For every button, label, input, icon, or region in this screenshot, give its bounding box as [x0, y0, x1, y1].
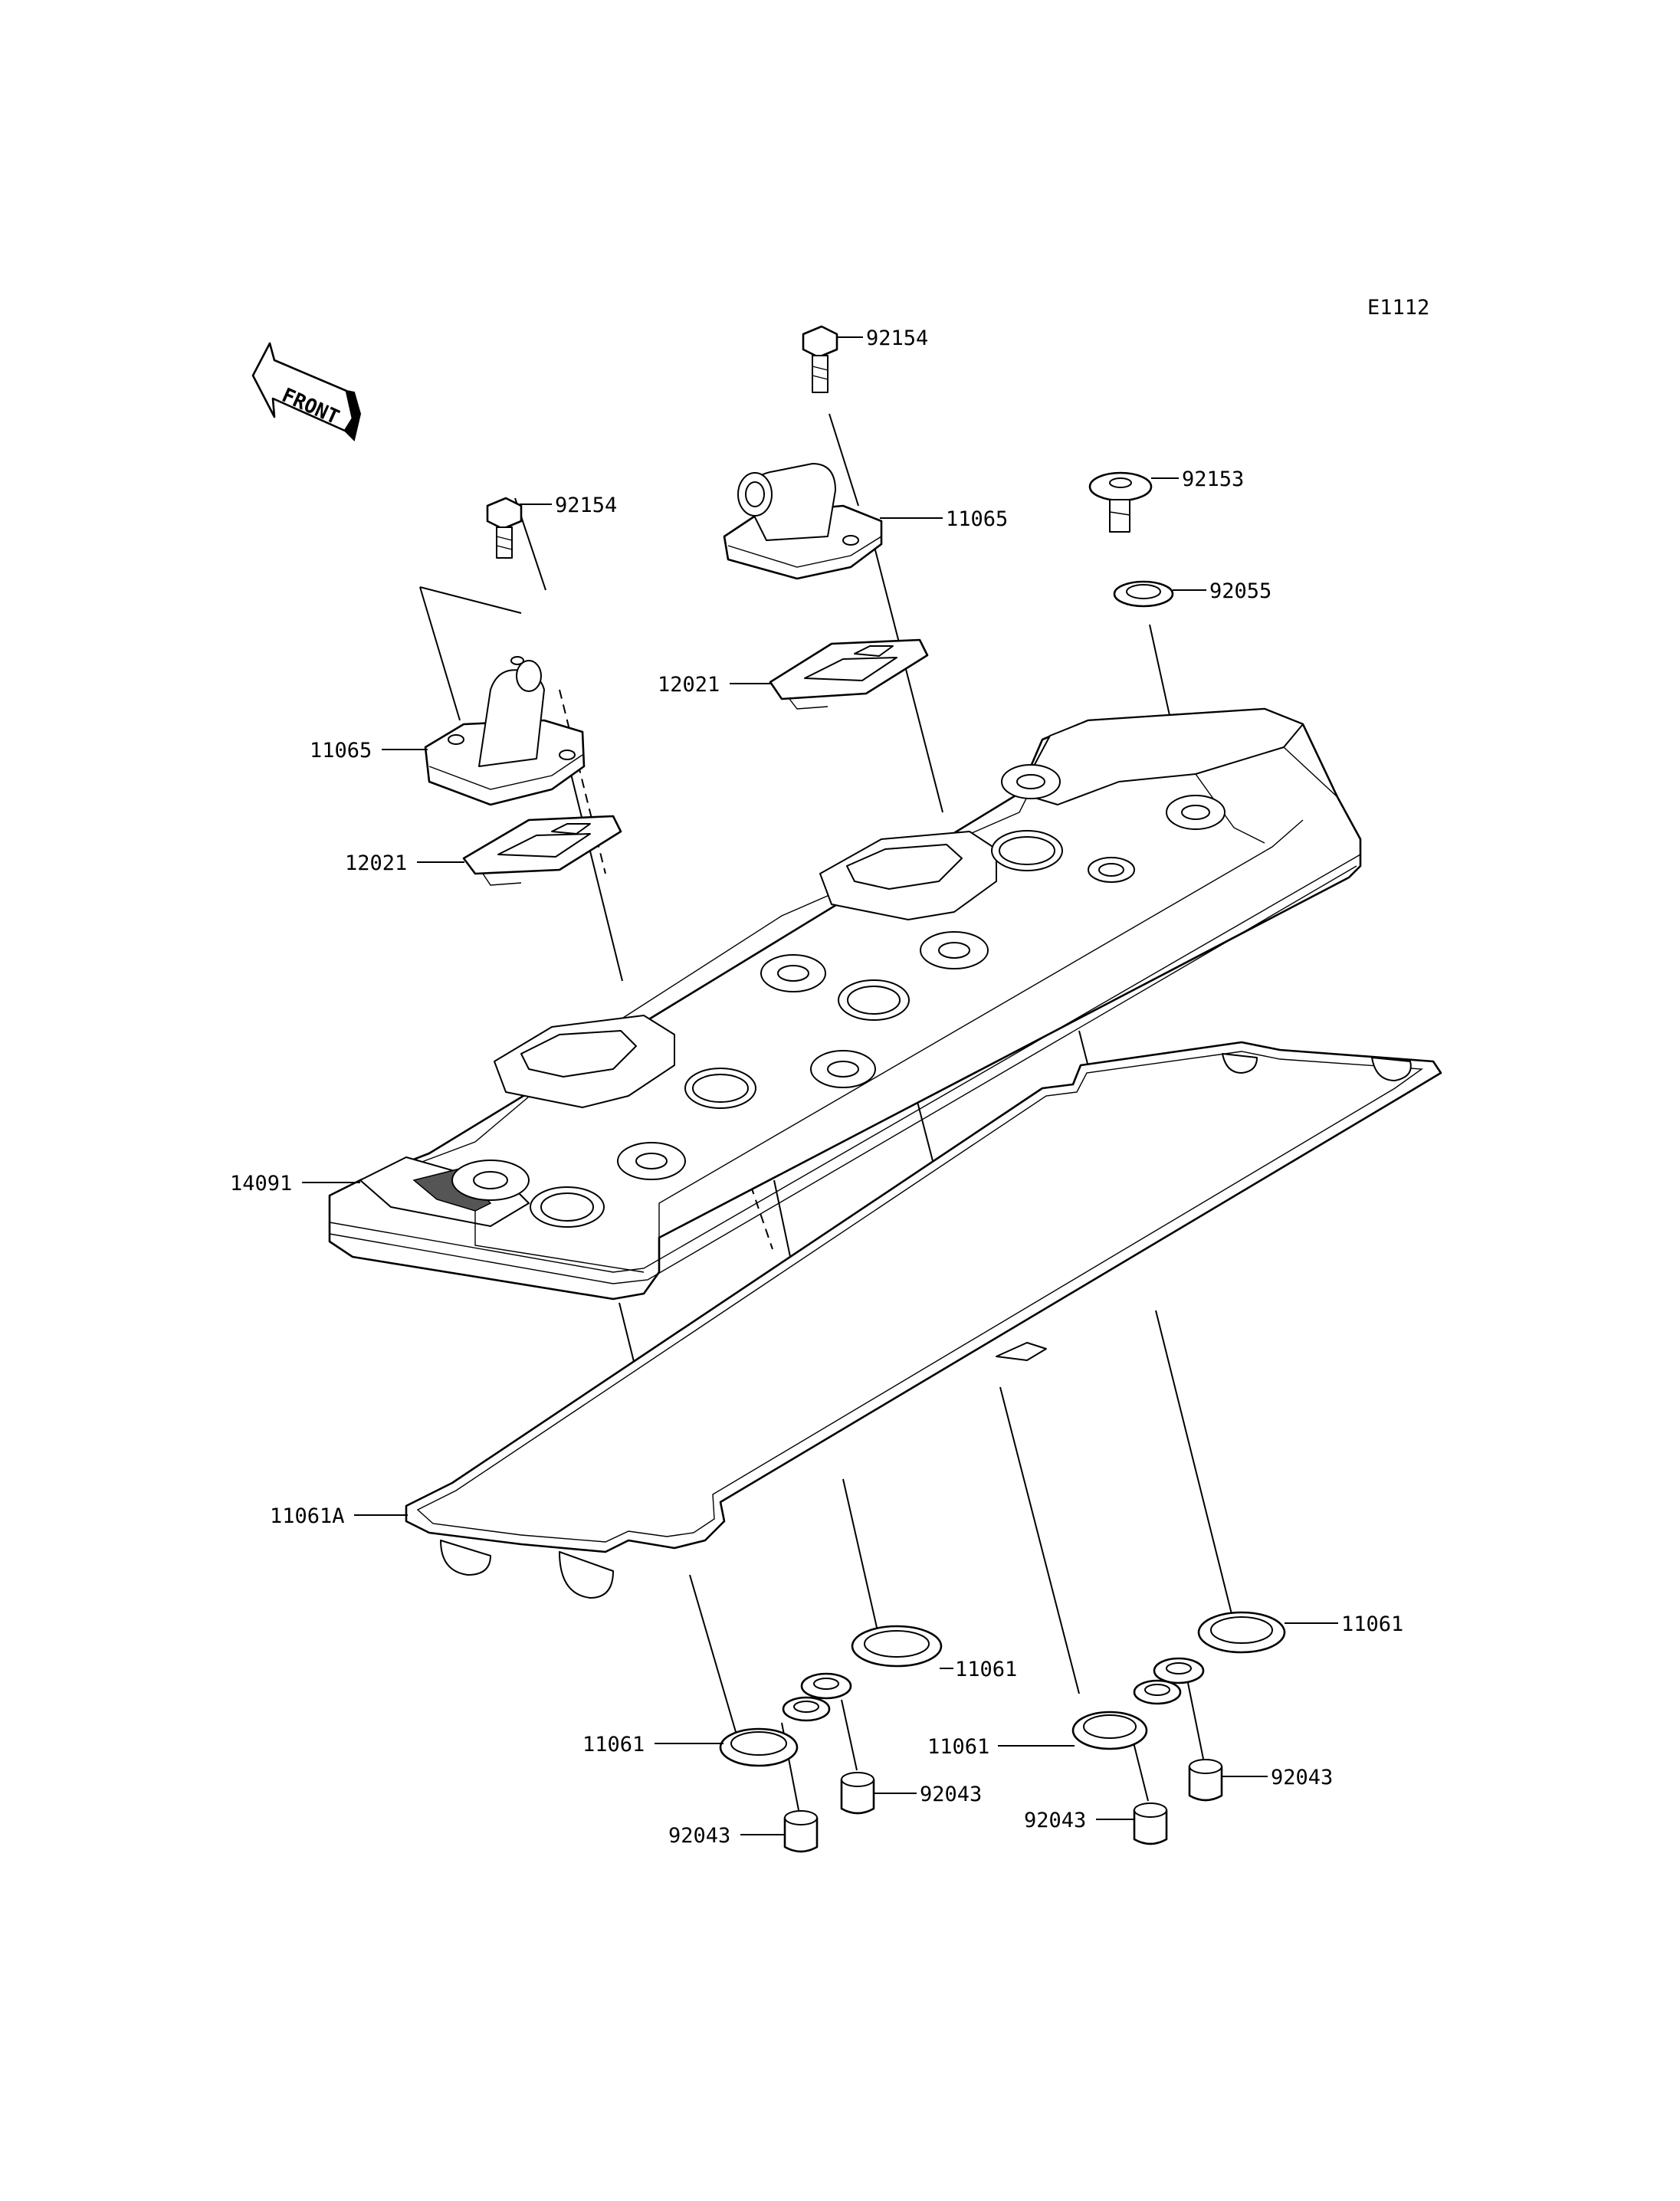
dowel-3: [1133, 1802, 1168, 1845]
label-dowel-2: 92043: [920, 1783, 982, 1806]
breather-cover-center: [723, 463, 883, 580]
label-cylinder-head-cover: 14091: [230, 1172, 292, 1196]
cylinder-head-cover: [328, 707, 1362, 1301]
label-cap-bolt: 92153: [1182, 467, 1244, 491]
label-reed-valve-left: 12021: [345, 851, 407, 875]
label-plug-gasket-4: 11061: [1341, 1612, 1403, 1636]
plug-gasket-3: [1071, 1679, 1182, 1750]
label-dowel-3: 92043: [1024, 1809, 1086, 1832]
bolt-center: [802, 325, 838, 393]
label-cover-gasket: 11061A: [270, 1504, 345, 1528]
reed-valve-center: [769, 638, 929, 710]
label-bolt-center: 92154: [866, 326, 928, 350]
label-dowel-4: 92043: [1271, 1766, 1333, 1789]
label-dowel-1: 92043: [668, 1824, 730, 1848]
label-breather-cover-center: 11065: [946, 507, 1008, 531]
label-plug-gasket-1: 11061: [582, 1733, 645, 1757]
label-plug-gasket-2: 11061: [955, 1658, 1017, 1681]
bolt-left: [486, 497, 523, 559]
breather-cover-left: [424, 656, 586, 806]
callout-labels: 92154 92154 92153 92055 11065 11065 1202…: [230, 326, 1403, 1848]
label-bolt-left: 92154: [555, 494, 617, 517]
label-breather-cover-left: 11065: [310, 739, 372, 763]
plug-gasket-1: [719, 1696, 831, 1767]
ref-code: E1112: [1367, 296, 1429, 320]
label-washer: 92055: [1209, 579, 1271, 603]
label-reed-valve-center: 12021: [658, 673, 720, 697]
dowel-2: [840, 1772, 875, 1815]
label-plug-gasket-3: 11061: [927, 1735, 989, 1759]
plug-gasket-4: [1153, 1611, 1286, 1684]
dowel-1: [783, 1810, 819, 1853]
plug-gasket-2: [800, 1625, 943, 1700]
cover-gasket: [405, 1041, 1442, 1599]
washer: [1113, 580, 1174, 608]
dowel-4: [1188, 1759, 1223, 1802]
front-arrow-icon: FRONT: [251, 342, 362, 441]
reed-valve-left: [462, 815, 622, 886]
cap-bolt: [1088, 471, 1153, 533]
